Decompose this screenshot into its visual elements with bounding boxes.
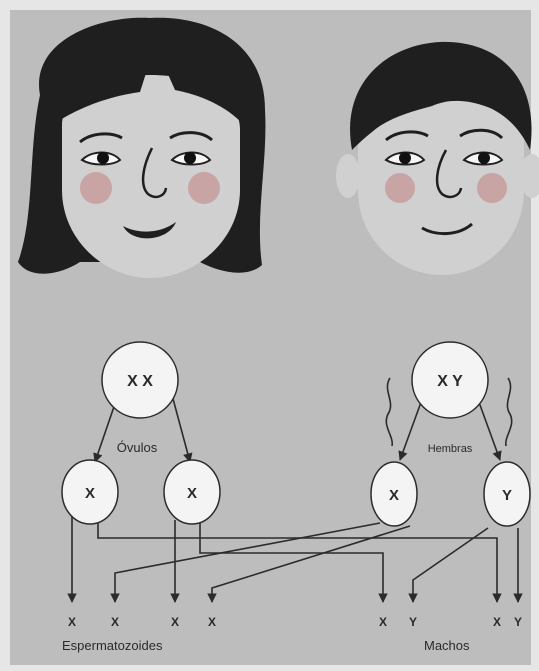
male-gamete-1-label: X: [389, 487, 399, 504]
female-nose: [141, 147, 168, 199]
male-right-pupil: [478, 152, 490, 164]
male-x-to-left4-line: [207, 525, 411, 603]
egg-2-label: X: [187, 485, 197, 502]
sperm-tail-right: [505, 377, 513, 447]
eggs-label: Óvulos: [117, 440, 158, 455]
male-parent-to-gamete-1-arrow: [398, 393, 425, 461]
offspring-left-2: X: [111, 615, 119, 629]
male-gamete-2-circle: [483, 461, 531, 527]
female-face: [18, 17, 266, 278]
female-left-cheek: [80, 172, 112, 204]
female-parent-circle: [101, 341, 179, 419]
male-gamete-cell-2: Y: [483, 461, 531, 527]
male-face-skin: [358, 70, 524, 275]
female-parent-to-egg-2-arrow: [171, 394, 193, 463]
female-left-eyebrow: [79, 132, 123, 144]
male-left-cheek: [385, 173, 415, 203]
female-mouth: [123, 222, 176, 239]
male-parent-cell: X Y: [411, 341, 489, 419]
female-right-eyebrow: [169, 131, 214, 142]
male-gamete-1-circle: [370, 461, 418, 527]
female-parent-cell: X X: [101, 341, 179, 419]
offspring-left-3: X: [171, 615, 179, 629]
sperm-tail-left: [385, 377, 393, 447]
male-parent-circle: [411, 341, 489, 419]
egg-2-circle: [163, 459, 221, 525]
male-parent-label: X Y: [437, 373, 463, 390]
males-label: Machos: [424, 638, 470, 653]
offspring-row: X X X X X Y X Y: [68, 615, 522, 629]
male-right-eyebrow: [459, 128, 504, 140]
egg-1-label: X: [85, 485, 95, 502]
male-parent-to-gamete-2-arrow: [475, 393, 502, 461]
female-right-pupil: [184, 152, 196, 164]
egg-cell-1: X: [61, 459, 119, 525]
sperm-label: Espermatozoides: [62, 638, 163, 653]
male-face: [336, 41, 539, 275]
male-gamete-cell-1: X: [370, 461, 418, 527]
egg2-to-right1-line: [199, 522, 388, 603]
male-mouth: [421, 222, 473, 235]
offspring-left-4: X: [208, 615, 216, 629]
male-right-ear: [520, 154, 539, 198]
egg-1-circle: [61, 459, 119, 525]
female-bangs: [60, 41, 244, 125]
male-left-pupil: [399, 152, 411, 164]
female-parent-label: X X: [127, 373, 153, 390]
offspring-right-1: X: [379, 615, 387, 629]
female-right-cheek: [188, 172, 220, 204]
female-left-pupil: [97, 152, 109, 164]
male-left-ear: [336, 154, 360, 198]
male-y-to-right2-line: [408, 527, 489, 603]
offspring-right-3: X: [493, 615, 501, 629]
female-face-skin: [62, 75, 240, 278]
male-right-cheek: [477, 173, 507, 203]
male-gamete-2-label: Y: [502, 487, 512, 504]
male-left-eyebrow: [385, 130, 429, 142]
egg-cell-2: X: [163, 459, 221, 525]
female-gametes-group-label: Hembras: [428, 443, 473, 455]
male-hair: [350, 41, 532, 151]
male-nose: [435, 149, 463, 199]
offspring-left-1: X: [68, 615, 76, 629]
offspring-right-4: Y: [514, 615, 522, 629]
offspring-right-2: Y: [409, 615, 417, 629]
male-x-to-left2-line: [110, 522, 381, 603]
